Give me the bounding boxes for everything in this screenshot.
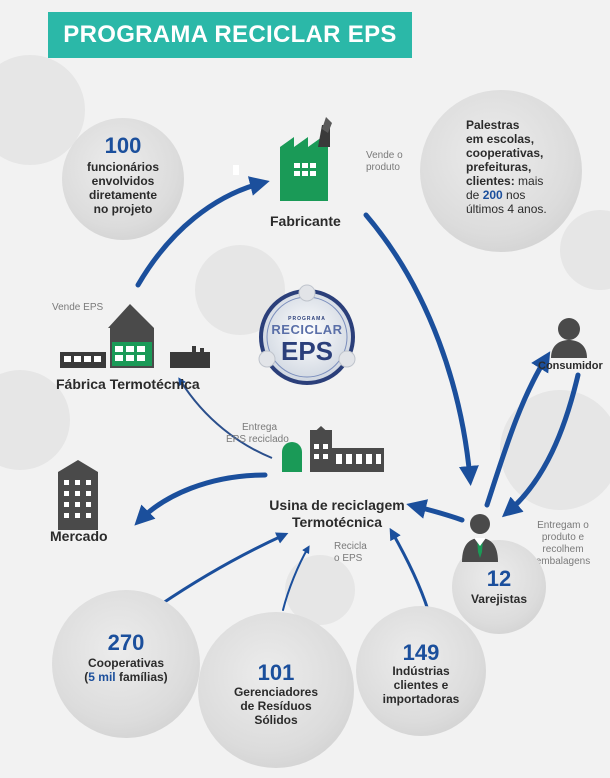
logo-eps-text: EPS <box>280 336 334 366</box>
arrow-consumidor-to-varejistas <box>501 372 581 518</box>
employees-circle <box>62 118 184 240</box>
arrow-usina-to-mercado <box>134 472 268 526</box>
mercado-label: Mercado <box>50 528 108 544</box>
consumer-person-icon <box>551 318 587 358</box>
factory-building-icon <box>60 304 210 368</box>
page-title: PROGRAMA RECICLAR EPS <box>63 21 397 48</box>
arrow-industrias-to-usina <box>389 527 430 612</box>
arrow-usina-to-termotecnica <box>178 377 273 459</box>
industries-text: Indústrias clientes e importadoras <box>382 664 460 706</box>
reciclar-eps-logo <box>258 284 356 385</box>
lectures-circle <box>420 90 582 252</box>
waste-managers-number: 101 <box>257 660 295 685</box>
industries-number: 149 <box>402 640 440 665</box>
waste-managers-text: Gerenciadores de Resíduos Sólidos <box>233 685 319 727</box>
cooperatives-number: 270 <box>107 630 145 655</box>
arrow-varejistas-to-usina <box>406 499 465 523</box>
logo-program-text: PROGRAMA <box>288 316 326 322</box>
arrow-termotecnica-to-fabricante <box>135 176 270 288</box>
arrow-fabricante-to-varejistas <box>363 212 479 486</box>
retailer-person-icon <box>462 514 498 562</box>
factory-icon <box>280 117 332 201</box>
cooperatives-text: Cooperativas (5 mil famílias) <box>84 656 168 684</box>
employees-number: 100 <box>104 133 142 158</box>
waste-managers-circle <box>198 612 354 768</box>
delivers-eps-label: Entrega EPS reciclado <box>226 422 289 445</box>
cooperatives-circle <box>52 590 200 738</box>
arrow-varejistas-to-consumidor <box>484 351 551 508</box>
consumidor-label: Consumidor <box>538 360 603 372</box>
title-banner <box>48 12 412 58</box>
recycling-plant-label: Usina de reciclagem Termotécnica <box>269 497 405 530</box>
retailers-number: 12 <box>486 566 512 591</box>
fabrica-termotecnica-label: Fábrica Termotécnica <box>56 376 200 392</box>
retailers-label: Varejistas <box>470 592 528 606</box>
fabricante-label: Fabricante <box>270 213 341 229</box>
arrow-gerenciadores-to-usina <box>282 545 310 611</box>
lectures-text: Palestras em escolas, cooperativas, pref… <box>466 118 547 216</box>
arrow-cooperativas-to-usina <box>158 532 289 607</box>
recycling-plant-icon <box>282 426 384 472</box>
sells-eps-label: Vende EPS <box>52 302 104 313</box>
market-building-icon <box>58 460 98 530</box>
industries-circle <box>356 606 486 736</box>
employees-text: funcionários envolvidos diretamente no p… <box>86 160 159 216</box>
logo-reciclar-text: RECICLAR <box>271 322 343 337</box>
